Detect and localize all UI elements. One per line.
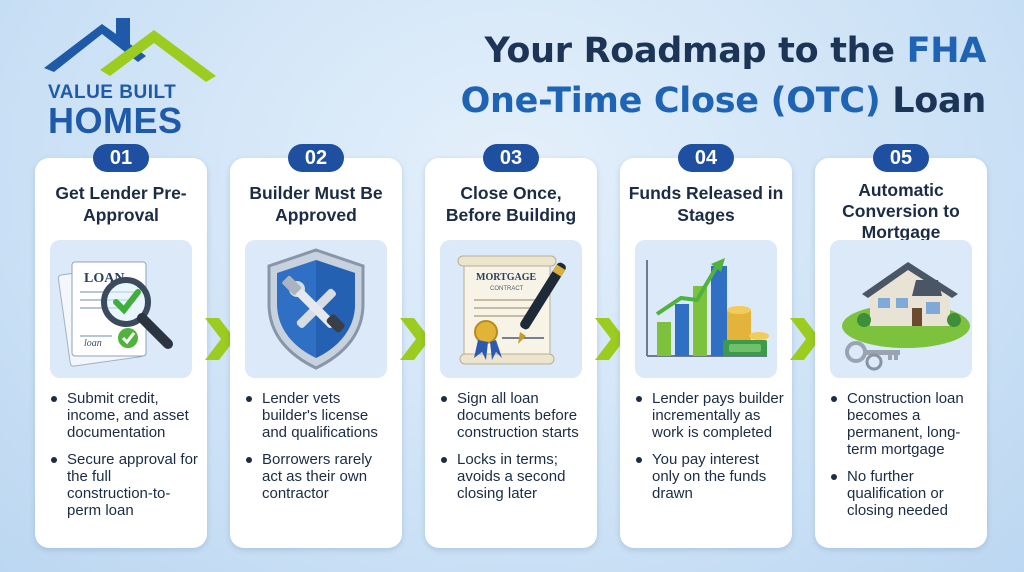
step-2-bullet-1: Lender vets builder's license and qualif… <box>244 390 394 441</box>
step-1-card: Get Lender Pre-Approval LOAN loan Submit… <box>35 158 207 548</box>
chevron-right-icon <box>595 318 625 360</box>
shield-tools-icon <box>267 248 365 370</box>
step-4-card: Funds Released in Stages Lender pays bui… <box>620 158 792 548</box>
step-5-bullet-2: No further qualification or closing need… <box>829 468 979 519</box>
step-4-title: Funds Released in Stages <box>628 183 784 225</box>
house-keys-icon <box>842 262 970 371</box>
step-5-illustration <box>830 240 972 378</box>
title-line-1-main: Your Roadmap to the <box>484 31 907 71</box>
value-built-homes-logo: VALUE BUILT HOMES <box>40 10 230 141</box>
house-roof-logo-icon <box>44 18 216 82</box>
mortgage-contract-pen-icon: MORTGAGE CONTRACT <box>457 255 566 365</box>
step-2-number-badge: 02 <box>288 144 344 172</box>
step-3-illustration: MORTGAGE CONTRACT <box>440 240 582 378</box>
step-1-bullets: Submit credit, income, and asset documen… <box>49 390 199 529</box>
logo-text-value-built: VALUE BUILT <box>48 82 177 103</box>
step-3-bullets: Sign all loan documents before construct… <box>439 390 589 512</box>
chevron-right-icon <box>790 318 820 360</box>
growth-chart-money-icon <box>646 258 769 357</box>
step-3-bullet-2: Locks in terms; avoids a second closing … <box>439 451 589 502</box>
step-3-bullet-1: Sign all loan documents before construct… <box>439 390 589 441</box>
step-1-title: Get Lender Pre-Approval <box>55 183 187 225</box>
step-4-bullet-1: Lender pays builder incrementally as wor… <box>634 390 784 441</box>
page-title: Your Roadmap to the FHA One-Time Close (… <box>366 26 987 126</box>
step-2-bullets: Lender vets builder's license and qualif… <box>244 390 394 512</box>
step-5-number-badge: 05 <box>873 144 929 172</box>
step-1-bullet-1: Submit credit, income, and asset documen… <box>49 390 199 441</box>
title-line-2-accent: One-Time Close (OTC) <box>460 81 881 121</box>
step-4-bullets: Lender pays builder incrementally as wor… <box>634 390 784 512</box>
title-line-1: Your Roadmap to the FHA <box>366 26 987 76</box>
step-2-illustration <box>245 240 387 378</box>
chevron-right-icon <box>400 318 430 360</box>
step-4-bullet-2: You pay interest only on the funds drawn <box>634 451 784 502</box>
step-5-bullet-1: Construction loan becomes a permanent, l… <box>829 390 979 458</box>
step-4-illustration <box>635 240 777 378</box>
step-3-number-badge: 03 <box>483 144 539 172</box>
title-line-2: One-Time Close (OTC) Loan <box>366 76 987 126</box>
logo-text-homes: HOMES <box>48 100 183 141</box>
title-line-2-main: Loan <box>880 81 986 121</box>
step-3-card: Close Once, Before Building MORTGAGE CON… <box>425 158 597 548</box>
step-1-bullet-2: Secure approval for the full constructio… <box>49 451 199 519</box>
step-1-number-badge: 01 <box>93 144 149 172</box>
step-5-bullets: Construction loan becomes a permanent, l… <box>829 390 979 529</box>
step-5-title: Automatic Conversion to Mortgage <box>842 180 960 242</box>
step-3-title: Close Once, Before Building <box>445 183 577 225</box>
illus-loan-signature: loan <box>84 338 102 349</box>
step-1-illustration: LOAN loan <box>50 240 192 378</box>
illus-contract-text: CONTRACT <box>490 286 524 292</box>
step-2-bullet-2: Borrowers rarely act as their own contra… <box>244 451 394 502</box>
title-line-1-accent: FHA <box>906 31 987 71</box>
step-2-card: Builder Must Be Approved Lender vets bui… <box>230 158 402 548</box>
illus-mortgage-text: MORTGAGE <box>476 272 537 283</box>
step-2-title: Builder Must Be Approved <box>249 183 383 225</box>
step-4-number-badge: 04 <box>678 144 734 172</box>
chevron-right-icon <box>205 318 235 360</box>
loan-document-magnifier-icon: LOAN loan <box>57 261 173 367</box>
step-5-card: Automatic Conversion to Mortgage Constru… <box>815 158 987 548</box>
